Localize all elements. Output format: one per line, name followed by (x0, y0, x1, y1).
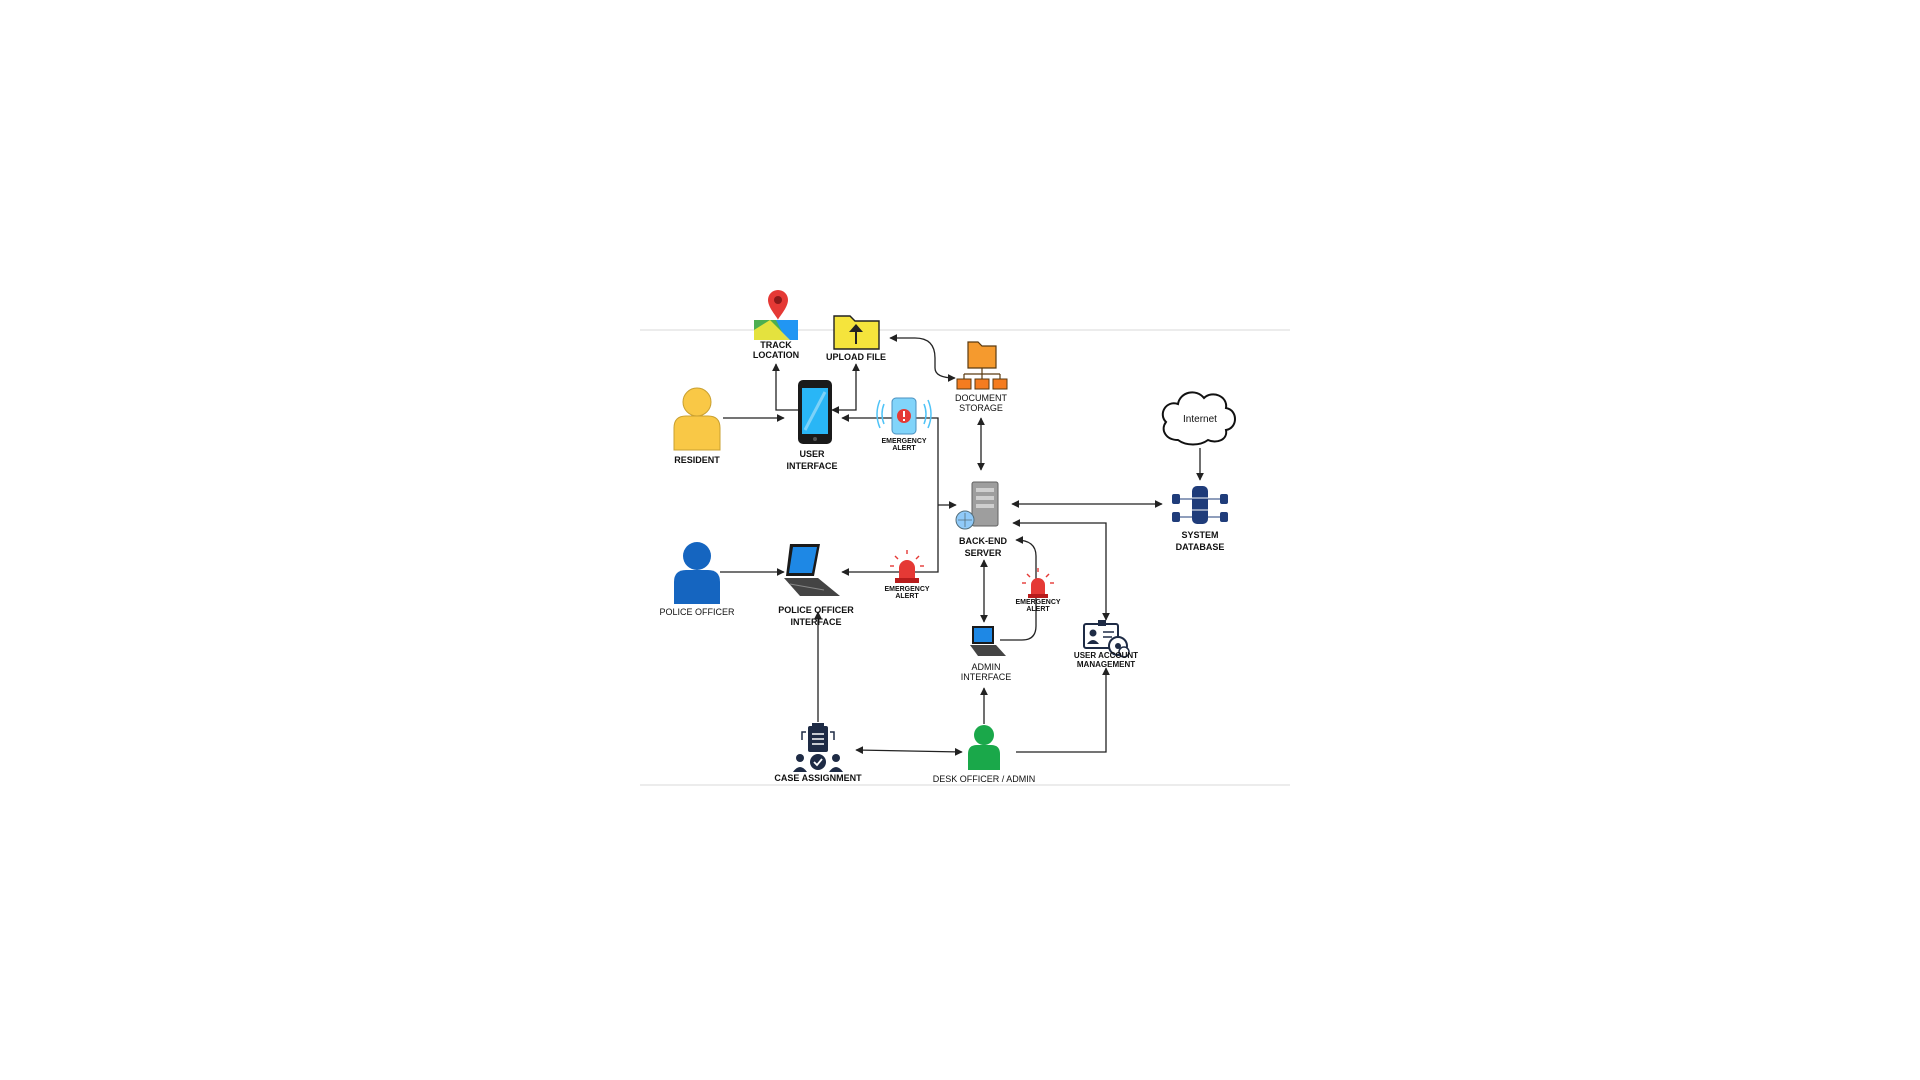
admin-interface-node: ADMIN INTERFACE (961, 626, 1012, 682)
document-storage-label: DOCUMENT (955, 393, 1007, 403)
laptop-icon (784, 544, 840, 596)
backend-server-node: BACK-END SERVER (955, 481, 1007, 558)
connectors (720, 334, 1204, 756)
user-interface-label: USER (799, 449, 825, 459)
user-account-management-label: USER ACCOUNT (1074, 651, 1138, 660)
police-interface-label-2: INTERFACE (790, 617, 841, 627)
admin-interface-label: ADMIN (972, 662, 1001, 672)
user-interface-label-2: INTERFACE (786, 461, 837, 471)
database-icon (1172, 486, 1228, 524)
police-officer-interface-node: POLICE OFFICER INTERFACE (778, 544, 854, 627)
user-account-management-node: USER ACCOUNT MANAGEMENT (1074, 620, 1138, 669)
smartphone-icon (798, 380, 832, 444)
document-storage-icon (956, 341, 1008, 390)
system-database-node: SYSTEM DATABASE (1172, 486, 1228, 552)
emergency-alert-label-2: ALERT (892, 445, 916, 452)
police-officer-label: POLICE OFFICER (659, 607, 735, 617)
admin-interface-label-2: INTERFACE (961, 672, 1012, 682)
emergency-alert-label-2: ALERT (1026, 606, 1050, 613)
document-storage-node: DOCUMENT STORAGE (955, 341, 1008, 413)
user-account-management-label-2: MANAGEMENT (1077, 660, 1135, 669)
internet-label: Internet (1183, 414, 1217, 425)
person-icon (673, 387, 721, 451)
track-location-label-2: LOCATION (753, 350, 799, 360)
emergency-alert-label: EMERGENCY (884, 586, 929, 593)
desk-officer-node: DESK OFFICER / ADMIN (933, 725, 1036, 784)
case-assignment-label: CASE ASSIGNMENT (774, 773, 862, 783)
siren-icon (1022, 568, 1054, 598)
person-icon (674, 542, 720, 604)
emergency-alert-siren-admin-node: EMERGENCY ALERT (1015, 568, 1061, 613)
emergency-alert-label: EMERGENCY (1015, 599, 1060, 606)
system-database-label-2: DATABASE (1176, 542, 1225, 552)
upload-file-label: UPLOAD FILE (826, 352, 886, 362)
person-icon (968, 725, 1000, 770)
upload-folder-icon (833, 315, 880, 350)
server-icon (955, 481, 999, 530)
map-pin-icon (754, 290, 798, 340)
police-interface-label: POLICE OFFICER (778, 605, 854, 615)
resident-label: RESIDENT (674, 455, 720, 465)
desk-officer-label: DESK OFFICER / ADMIN (933, 774, 1036, 784)
track-location-node: TRACK LOCATION (753, 290, 799, 360)
upload-file-node: UPLOAD FILE (826, 315, 886, 362)
internet-node: Internet (1161, 391, 1236, 446)
case-assignment-icon (793, 723, 843, 772)
document-storage-label-2: STORAGE (959, 403, 1003, 413)
user-interface-node: USER INTERFACE (786, 380, 838, 471)
backend-server-label-2: SERVER (965, 548, 1002, 558)
police-officer-node: POLICE OFFICER (659, 542, 735, 617)
emergency-alert-phone-node: EMERGENCY ALERT (876, 397, 932, 452)
track-location-label: TRACK (760, 340, 792, 350)
emergency-alert-label-2: ALERT (895, 593, 919, 600)
alert-phone-icon (876, 397, 932, 435)
laptop-icon (970, 626, 1006, 656)
resident-node: RESIDENT (673, 387, 721, 465)
siren-icon (890, 550, 924, 583)
cloud-icon (1161, 391, 1236, 446)
account-management-icon (1083, 620, 1130, 658)
case-assignment-node: CASE ASSIGNMENT (774, 723, 862, 783)
system-database-label: SYSTEM (1181, 530, 1218, 540)
emergency-alert-siren-node: EMERGENCY ALERT (884, 550, 930, 600)
backend-server-label: BACK-END (959, 536, 1007, 546)
emergency-alert-label: EMERGENCY (881, 438, 926, 445)
